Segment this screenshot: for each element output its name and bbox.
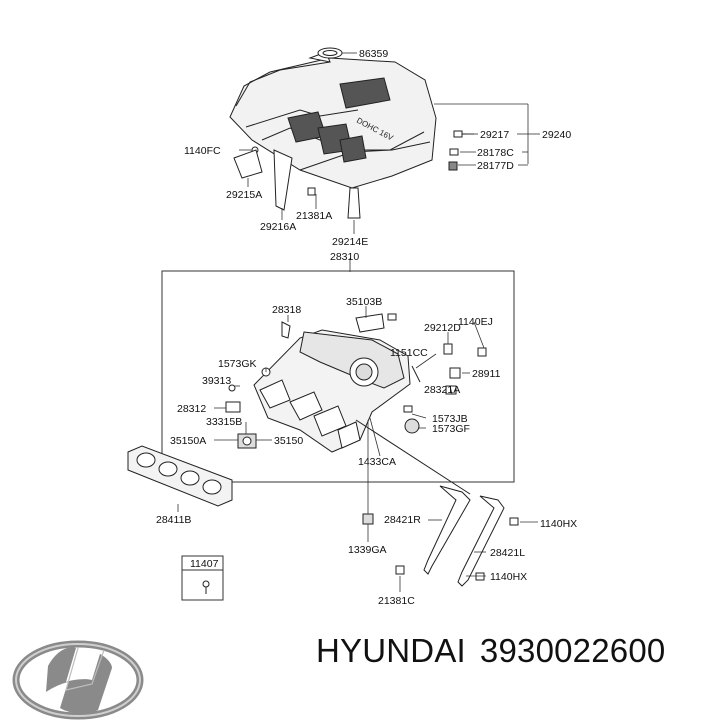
label-1140ej: 1140EJ	[458, 316, 493, 328]
label-35150: 35150	[274, 435, 303, 447]
brand-name: HYUNDAI	[316, 632, 466, 669]
label-11407: 11407	[190, 558, 219, 570]
label-1339ga: 1339GA	[348, 544, 387, 556]
label-1140fc: 1140FC	[184, 145, 221, 157]
label-29240: 29240	[542, 129, 571, 141]
label-28321a: 28321A	[424, 384, 460, 396]
label-1573gf: 1573GF	[432, 423, 470, 435]
stay-leaders	[367, 420, 538, 592]
part-labels: 86359 29217 29240 1140FC 28178C 28177D 2…	[156, 48, 577, 607]
label-28310: 28310	[330, 251, 359, 263]
intake-manifold	[225, 313, 487, 453]
cover-leaders	[239, 52, 540, 272]
manifold-leaders	[214, 306, 485, 457]
label-33315b: 33315B	[206, 416, 242, 428]
label-86359: 86359	[359, 48, 388, 60]
cover-small-parts	[233, 130, 474, 219]
manifold-group-box	[161, 270, 515, 483]
hyundai-logo	[12, 640, 144, 720]
label-1433ca: 1433CA	[358, 456, 396, 468]
label-29214e: 29214E	[332, 236, 368, 248]
label-29217: 29217	[480, 129, 509, 141]
emblem-86359	[317, 47, 343, 59]
label-35150a: 35150A	[170, 435, 206, 447]
label-28421l: 28421L	[490, 547, 525, 559]
label-39313: 39313	[202, 375, 231, 387]
label-29216a: 29216A	[260, 221, 296, 233]
label-1573jb: 1573JB	[432, 413, 468, 425]
label-28178c: 28178C	[477, 147, 514, 159]
label-29212d: 29212D	[424, 322, 461, 334]
label-28177d: 28177D	[477, 160, 514, 172]
label-28421r: 28421R	[384, 514, 421, 526]
manifold-stays	[355, 419, 519, 587]
part-number: 3930022600	[479, 632, 666, 669]
part-box-11407	[181, 555, 224, 601]
gasket-28411b	[127, 445, 233, 507]
brand-part-caption: HYUNDAI 3930022600	[316, 632, 679, 670]
label-1140hx-lower: 1140HX	[490, 571, 527, 583]
label-28318: 28318	[272, 304, 301, 316]
label-29215a: 29215A	[226, 189, 262, 201]
label-1140hx-upper: 1140HX	[540, 518, 577, 530]
label-28911: 28911	[472, 368, 501, 380]
label-21381a: 21381A	[296, 210, 332, 222]
label-1151cc: 1151CC	[390, 347, 428, 359]
label-28411b: 28411B	[156, 514, 191, 526]
label-21381c: 21381C	[378, 595, 415, 607]
label-1573gk: 1573GK	[218, 358, 257, 370]
label-35103b: 35103B	[346, 296, 382, 308]
label-28312: 28312	[177, 403, 206, 415]
